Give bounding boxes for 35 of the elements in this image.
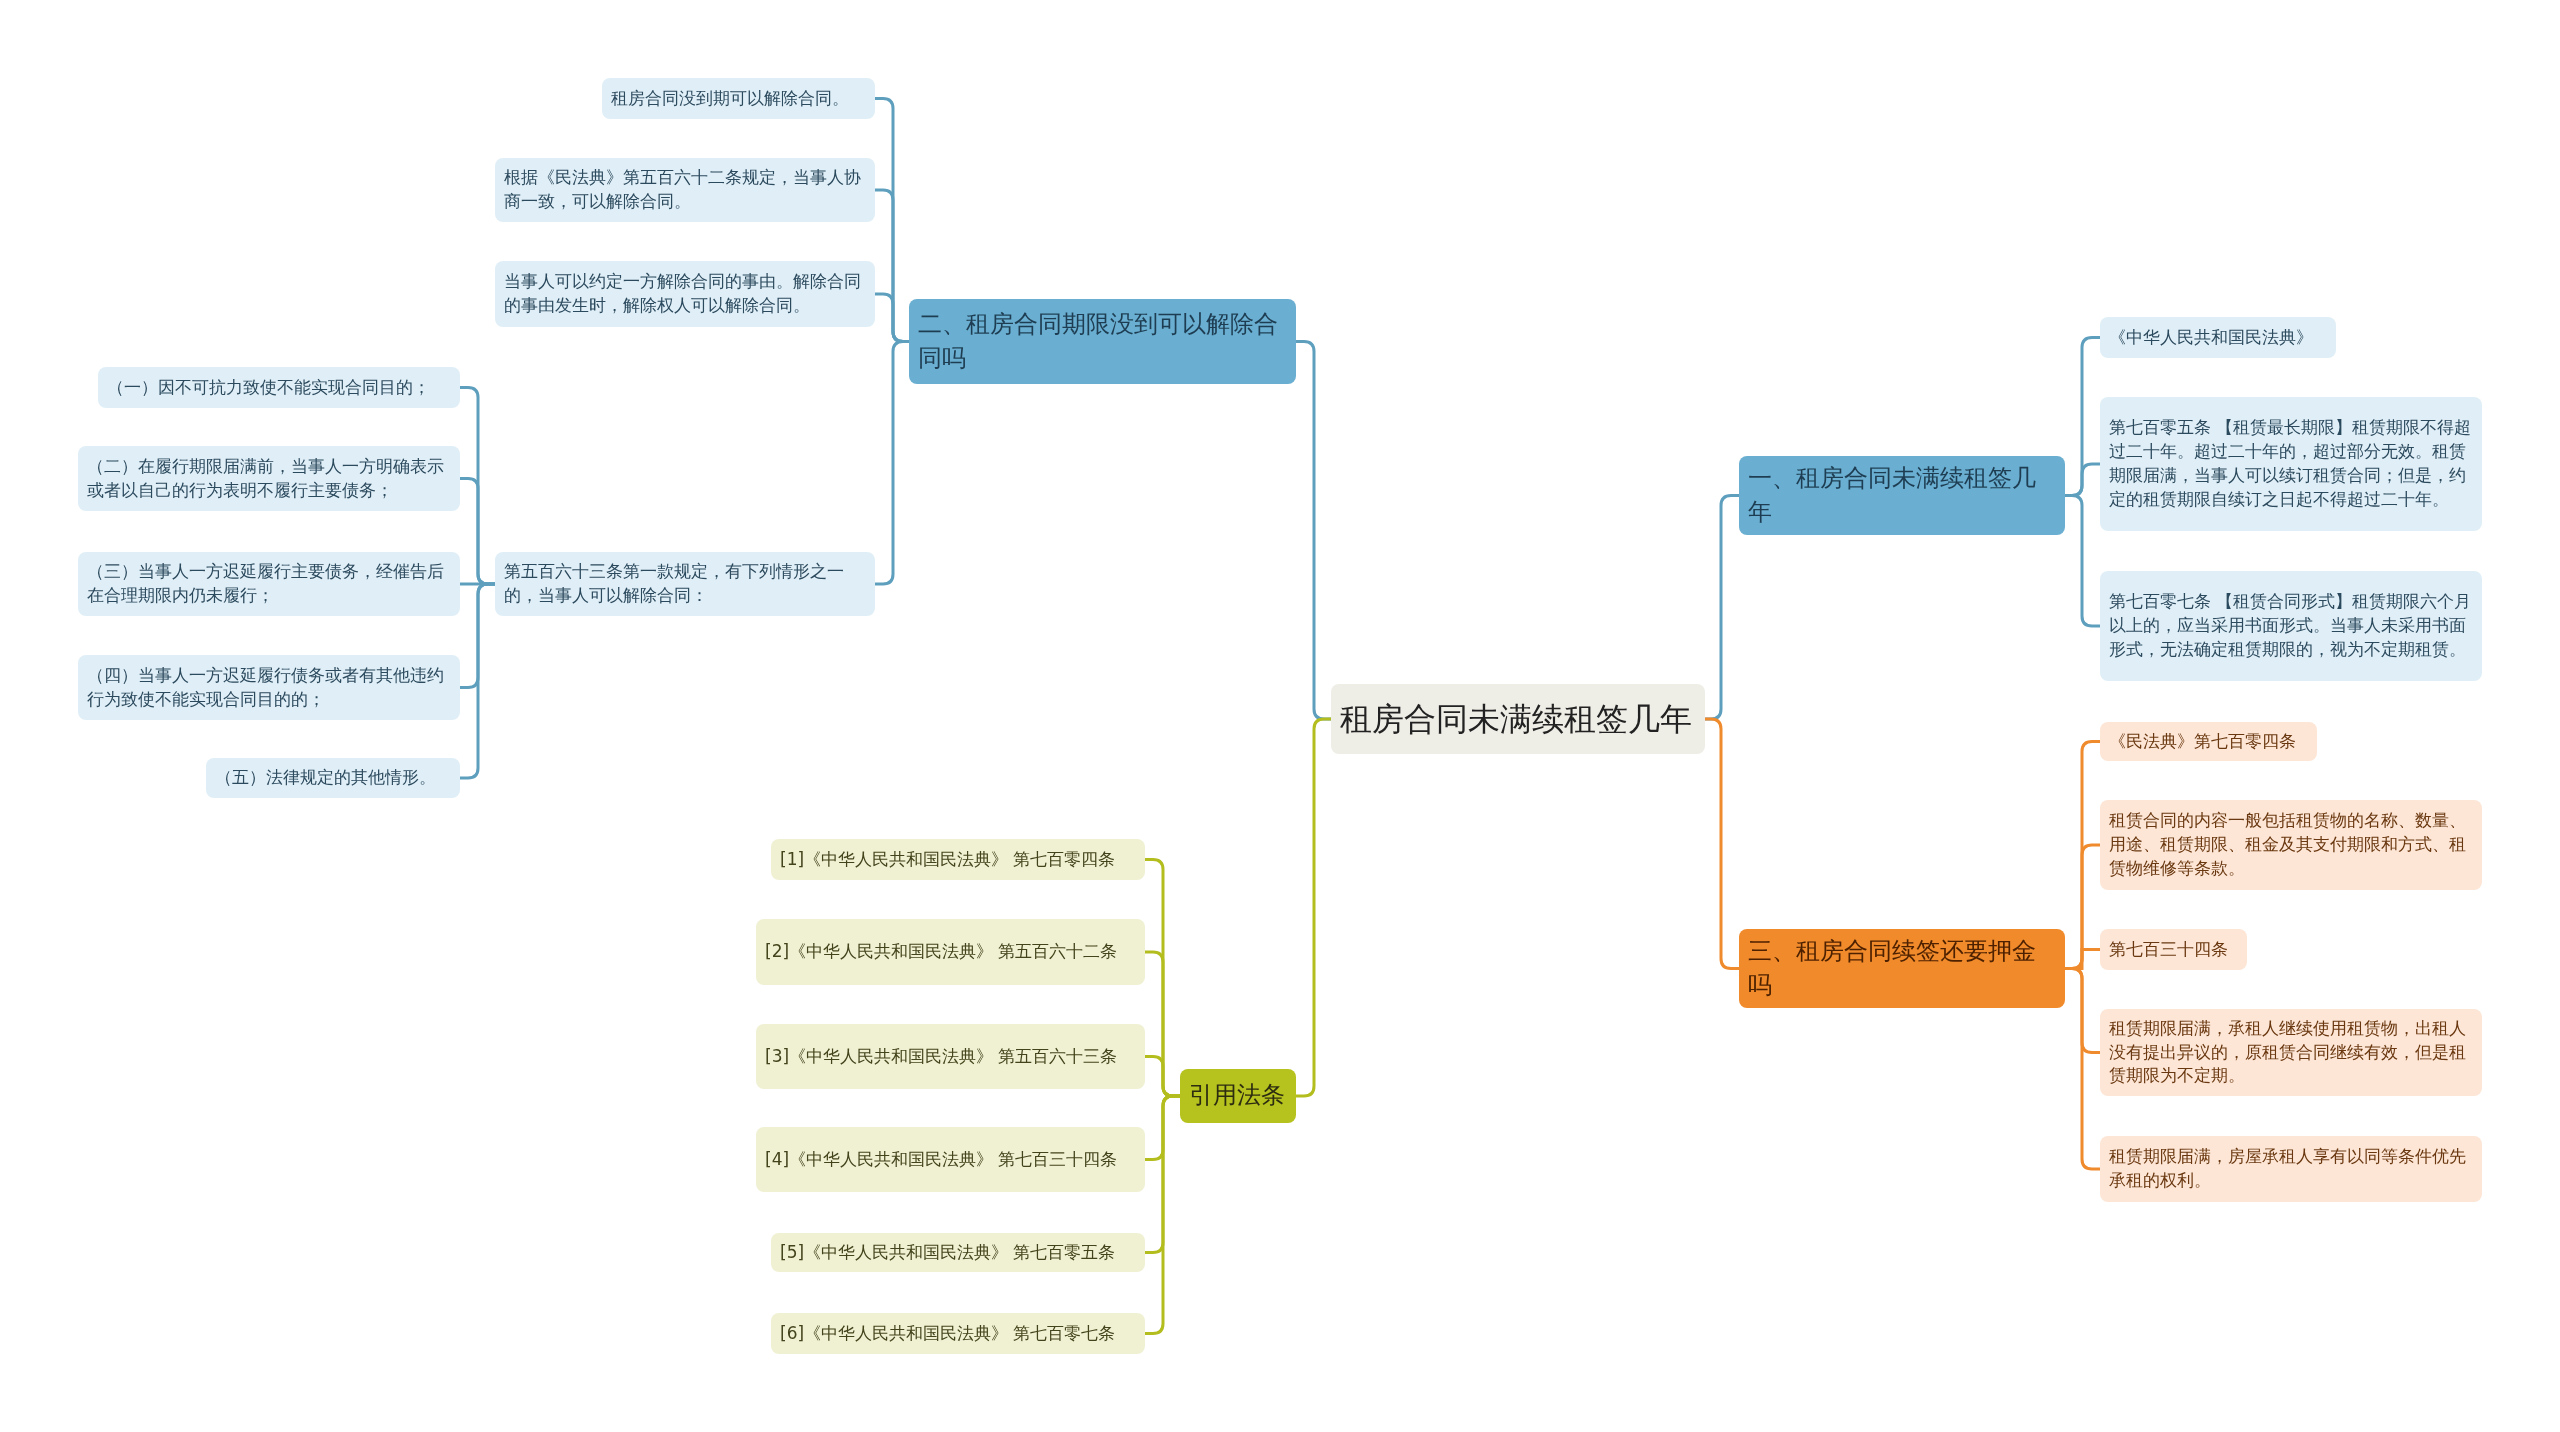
subtopic-box: 当事人可以约定一方解除合同的事由。解除合同的事由发生时，解除权人可以解除合同。 bbox=[495, 261, 875, 327]
subtopic-box: （四）当事人一方迟延履行债务或者有其他违约行为致使不能实现合同目的的； bbox=[78, 655, 460, 720]
subtopic-box: [6]《中华人民共和国民法典》 第七百零七条 bbox=[771, 1313, 1145, 1354]
topic-box: 三、租房合同续签还要押金吗 bbox=[1739, 929, 2065, 1009]
subtopic-box: 《民法典》第七百零四条 bbox=[2100, 722, 2317, 761]
connector-line bbox=[1145, 1094, 1180, 1335]
connector-line bbox=[1705, 717, 1739, 971]
topic-box: 一、租房合同未满续租签几年 bbox=[1739, 456, 2065, 536]
subtopic-box: 第七百零五条 【租赁最长期限】租赁期限不得超过二十年。超过二十年的，超过部分无效。租赁期限届满，当事人可以续订租赁合同；但是，约定的租赁期限自续订之日起不得超过二十年。 bbox=[2100, 397, 2482, 531]
subtopic-box: 租赁期限届满，房屋承租人享有以同等条件优先承租的权利。 bbox=[2100, 1136, 2482, 1202]
subtopic-box: [1]《中华人民共和国民法典》 第七百零四条 bbox=[771, 839, 1145, 880]
connector-line bbox=[2065, 494, 2100, 628]
subtopic-box: [4]《中华人民共和国民法典》 第七百三十四条 bbox=[756, 1127, 1145, 1192]
subtopic-box: [2]《中华人民共和国民法典》 第五百六十二条 bbox=[756, 919, 1145, 985]
topic-box: 二、租房合同期限没到可以解除合同吗 bbox=[909, 299, 1296, 384]
connector-line bbox=[460, 582, 495, 780]
central-topic-box: 租房合同未满续租签几年 bbox=[1331, 684, 1705, 754]
subtopic-box: 第七百零七条 【租赁合同形式】租赁期限六个月以上的，应当采用书面形式。当事人未采用书面形式，无法确定租赁期限的，视为不定期租赁。 bbox=[2100, 571, 2482, 681]
connector-line bbox=[1296, 717, 1331, 1098]
subtopic-box: 第五百六十三条第一款规定，有下列情形之一的，当事人可以解除合同： bbox=[495, 552, 875, 616]
subtopic-box: （三）当事人一方迟延履行主要债务，经催告后在合理期限内仍未履行； bbox=[78, 552, 460, 616]
subtopic-box: [5]《中华人民共和国民法典》 第七百零五条 bbox=[771, 1233, 1145, 1272]
topic-box: 引用法条 bbox=[1180, 1069, 1296, 1123]
subtopic-box: [3]《中华人民共和国民法典》 第五百六十三条 bbox=[756, 1024, 1145, 1089]
subtopic-box: 《中华人民共和国民法典》 bbox=[2100, 317, 2336, 358]
subtopic-box: 租赁期限届满，承租人继续使用租赁物，出租人没有提出异议的，原租赁合同继续有效，但是租赁期限为不定期。 bbox=[2100, 1009, 2482, 1096]
subtopic-box: 租房合同没到期可以解除合同。 bbox=[602, 78, 875, 119]
subtopic-box: （五）法律规定的其他情形。 bbox=[206, 758, 460, 798]
connector-line bbox=[875, 340, 909, 586]
subtopic-box: （一）因不可抗力致使不能实现合同目的； bbox=[98, 367, 460, 408]
subtopic-box: （二）在履行期限届满前，当事人一方明确表示或者以自己的行为表明不履行主要债务； bbox=[78, 446, 460, 511]
subtopic-box: 租赁合同的内容一般包括租赁物的名称、数量、用途、租赁期限、租金及其支付期限和方式、租赁物维修等条款。 bbox=[2100, 800, 2482, 890]
subtopic-box: 第七百三十四条 bbox=[2100, 929, 2247, 970]
subtopic-box: 根据《民法典》第五百六十二条规定，当事人协商一致，可以解除合同。 bbox=[495, 158, 875, 222]
connector-line bbox=[2065, 967, 2100, 1171]
